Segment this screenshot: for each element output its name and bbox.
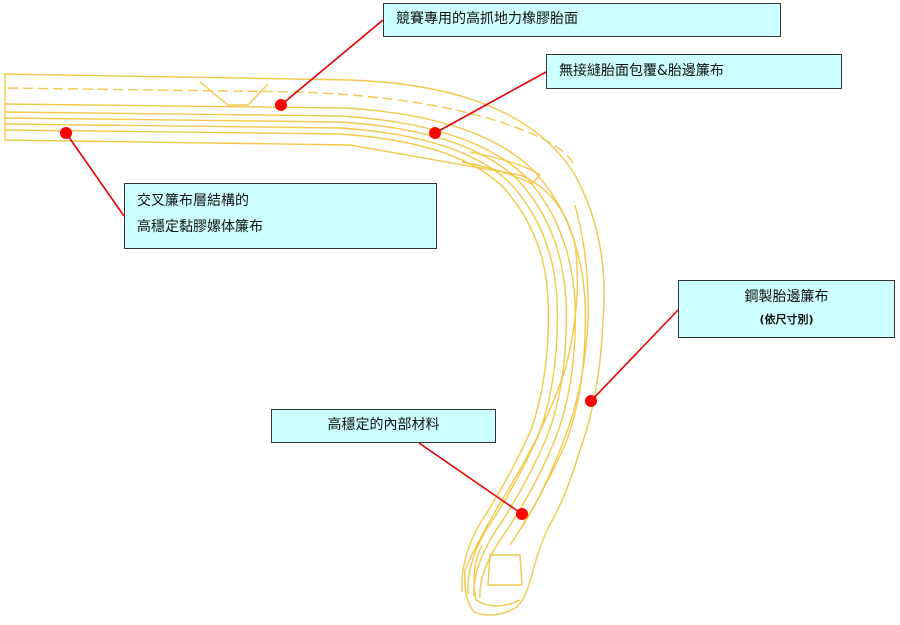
label-box-inner: 高穩定的內部材料 [271, 409, 496, 443]
leader-line-steel [591, 310, 678, 401]
marker-dot-steel [585, 395, 597, 407]
marker-dot-cross-ply [60, 127, 72, 139]
label-box-cross-ply: 交叉簾布層結構的 高穩定黏膠嫘体簾布 [124, 183, 437, 249]
bead-core [488, 555, 522, 585]
label-steel-line2: (依尺寸別) [679, 313, 894, 326]
label-box-steel: 鋼製胎邊簾布 (依尺寸別) [678, 280, 895, 338]
label-cross-ply-line1: 交叉簾布層結構的 [137, 193, 436, 210]
leader-line-cap-ply [435, 72, 546, 133]
bead-wrap [474, 545, 520, 606]
label-tread: 競賽專用的高抓地力橡膠胎面 [396, 11, 780, 28]
leader-line-tread [281, 20, 383, 105]
leader-line-cross-ply [66, 133, 124, 216]
marker-dots [60, 99, 597, 520]
label-cap-ply: 無接縫胎面包覆&胎邊簾布 [559, 63, 841, 80]
marker-dot-cap-ply [429, 127, 441, 139]
label-steel-line1: 鋼製胎邊簾布 [679, 289, 894, 306]
marker-dot-tread [275, 99, 287, 111]
tread-groove [200, 82, 268, 105]
tire-profile [5, 74, 604, 615]
label-box-cap-ply: 無接縫胎面包覆&胎邊簾布 [546, 54, 842, 89]
marker-dot-inner [516, 508, 528, 520]
label-box-tread: 競賽專用的高抓地力橡膠胎面 [383, 3, 781, 37]
label-inner: 高穩定的內部材料 [272, 417, 495, 434]
label-cross-ply-line2: 高穩定黏膠嫘体簾布 [137, 219, 436, 236]
